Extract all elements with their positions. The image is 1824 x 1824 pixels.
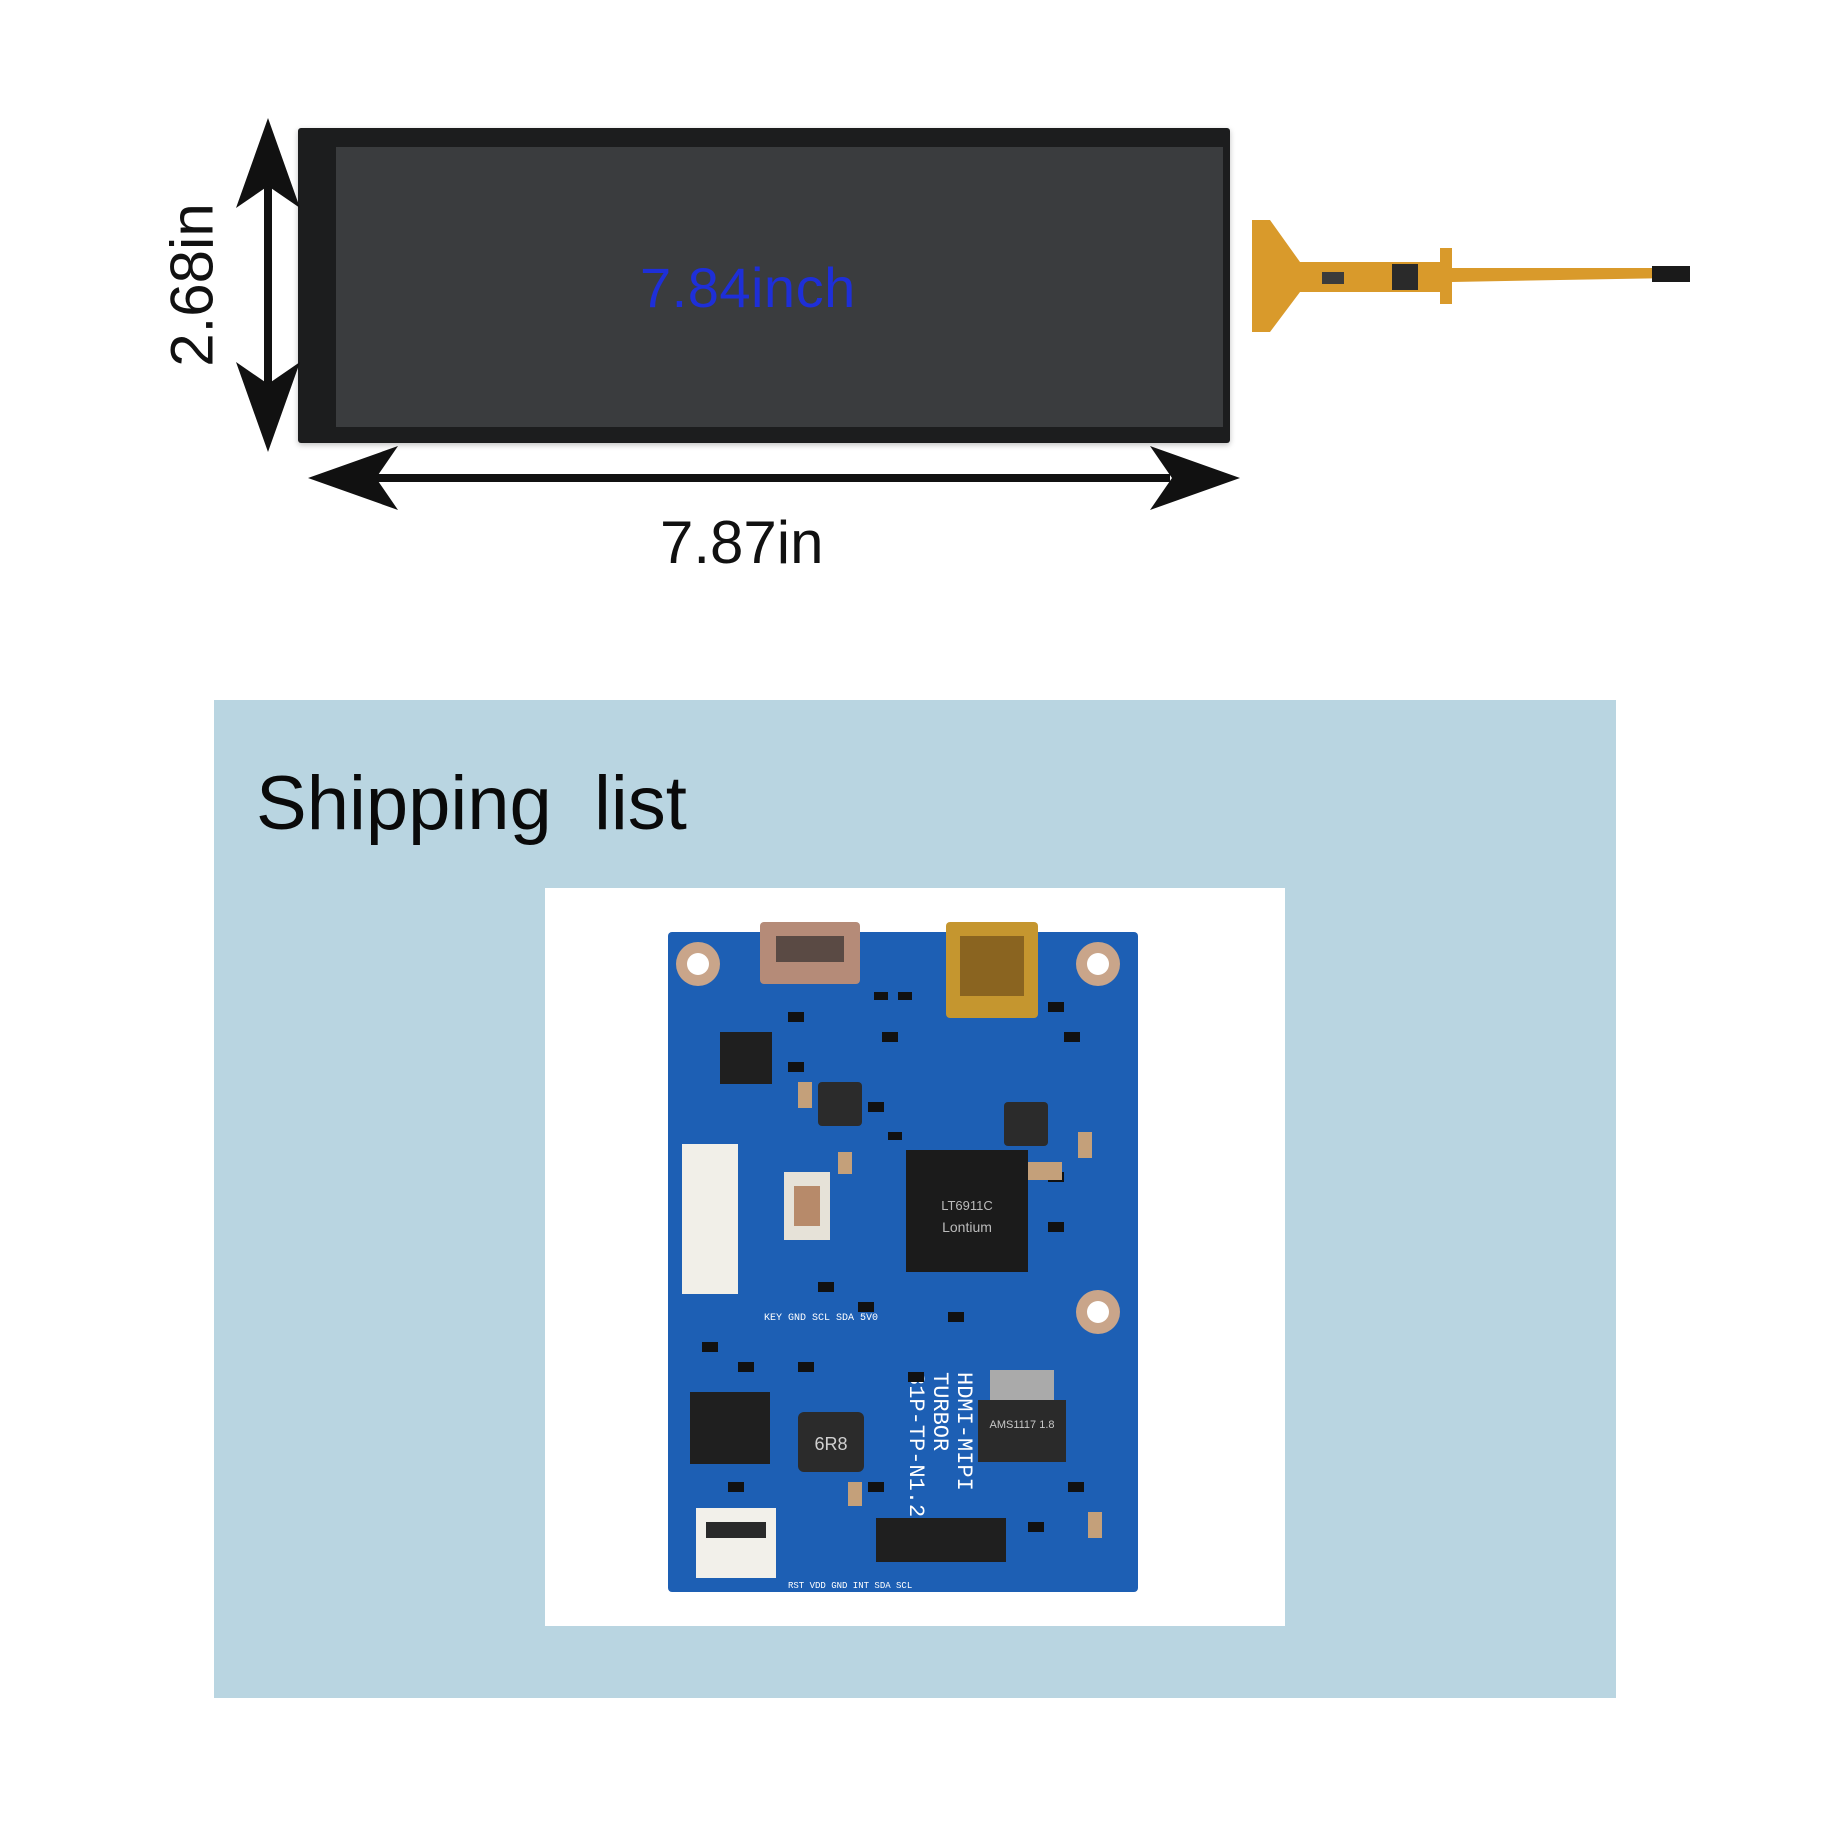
- main-chip: [906, 1150, 1028, 1272]
- pcb-board: [668, 932, 1138, 1592]
- small-ic-top-left: [720, 1032, 772, 1084]
- shipping-list-title: Shipping list: [256, 761, 687, 846]
- regulator-text: AMS1117 1.8: [989, 1419, 1054, 1431]
- touch-connector: [696, 1508, 776, 1578]
- board-name-line2: TURBOR: [927, 1372, 952, 1451]
- flex-cable: [1252, 220, 1690, 332]
- chip-model-text: LT6911C: [941, 1198, 993, 1213]
- inductor-top: [818, 1082, 862, 1126]
- mounting-holes: [676, 942, 1120, 1334]
- height-arrow: [236, 118, 300, 452]
- board-name-line3: 31P-TP-N1.2: [903, 1372, 928, 1517]
- smd-capacitors: [798, 1082, 1102, 1538]
- voltage-regulator: [978, 1400, 1066, 1462]
- width-dimension-label: 7.87in: [660, 509, 824, 576]
- width-arrow: [308, 446, 1240, 510]
- controller-board-image: LT6911C Lontium KEY GND SCL SDA 5V0 6R8 …: [668, 922, 1138, 1592]
- height-dimension-label: 2.68in: [158, 203, 226, 367]
- inductor-left-text: 6R8: [814, 1434, 847, 1454]
- header-pin-labels: KEY GND SCL SDA 5V0: [764, 1313, 878, 1324]
- inductor-left: [798, 1412, 864, 1472]
- lcd-active-area: [336, 147, 1223, 427]
- chip-brand-text: Lontium: [942, 1219, 992, 1235]
- side-header-connector: [682, 1144, 738, 1294]
- display-size-label: 7.84inch: [640, 256, 856, 319]
- dimension-graphics: [236, 118, 1690, 510]
- qfp-ic-left: [690, 1392, 770, 1464]
- inductor-right: [1004, 1102, 1048, 1146]
- mipi-fpc-connector: [876, 1518, 1006, 1562]
- board-name-line1: HDMI-MIPI: [951, 1372, 976, 1491]
- touch-pin-labels: RST VDD GND INT SDA SCL: [788, 1581, 912, 1591]
